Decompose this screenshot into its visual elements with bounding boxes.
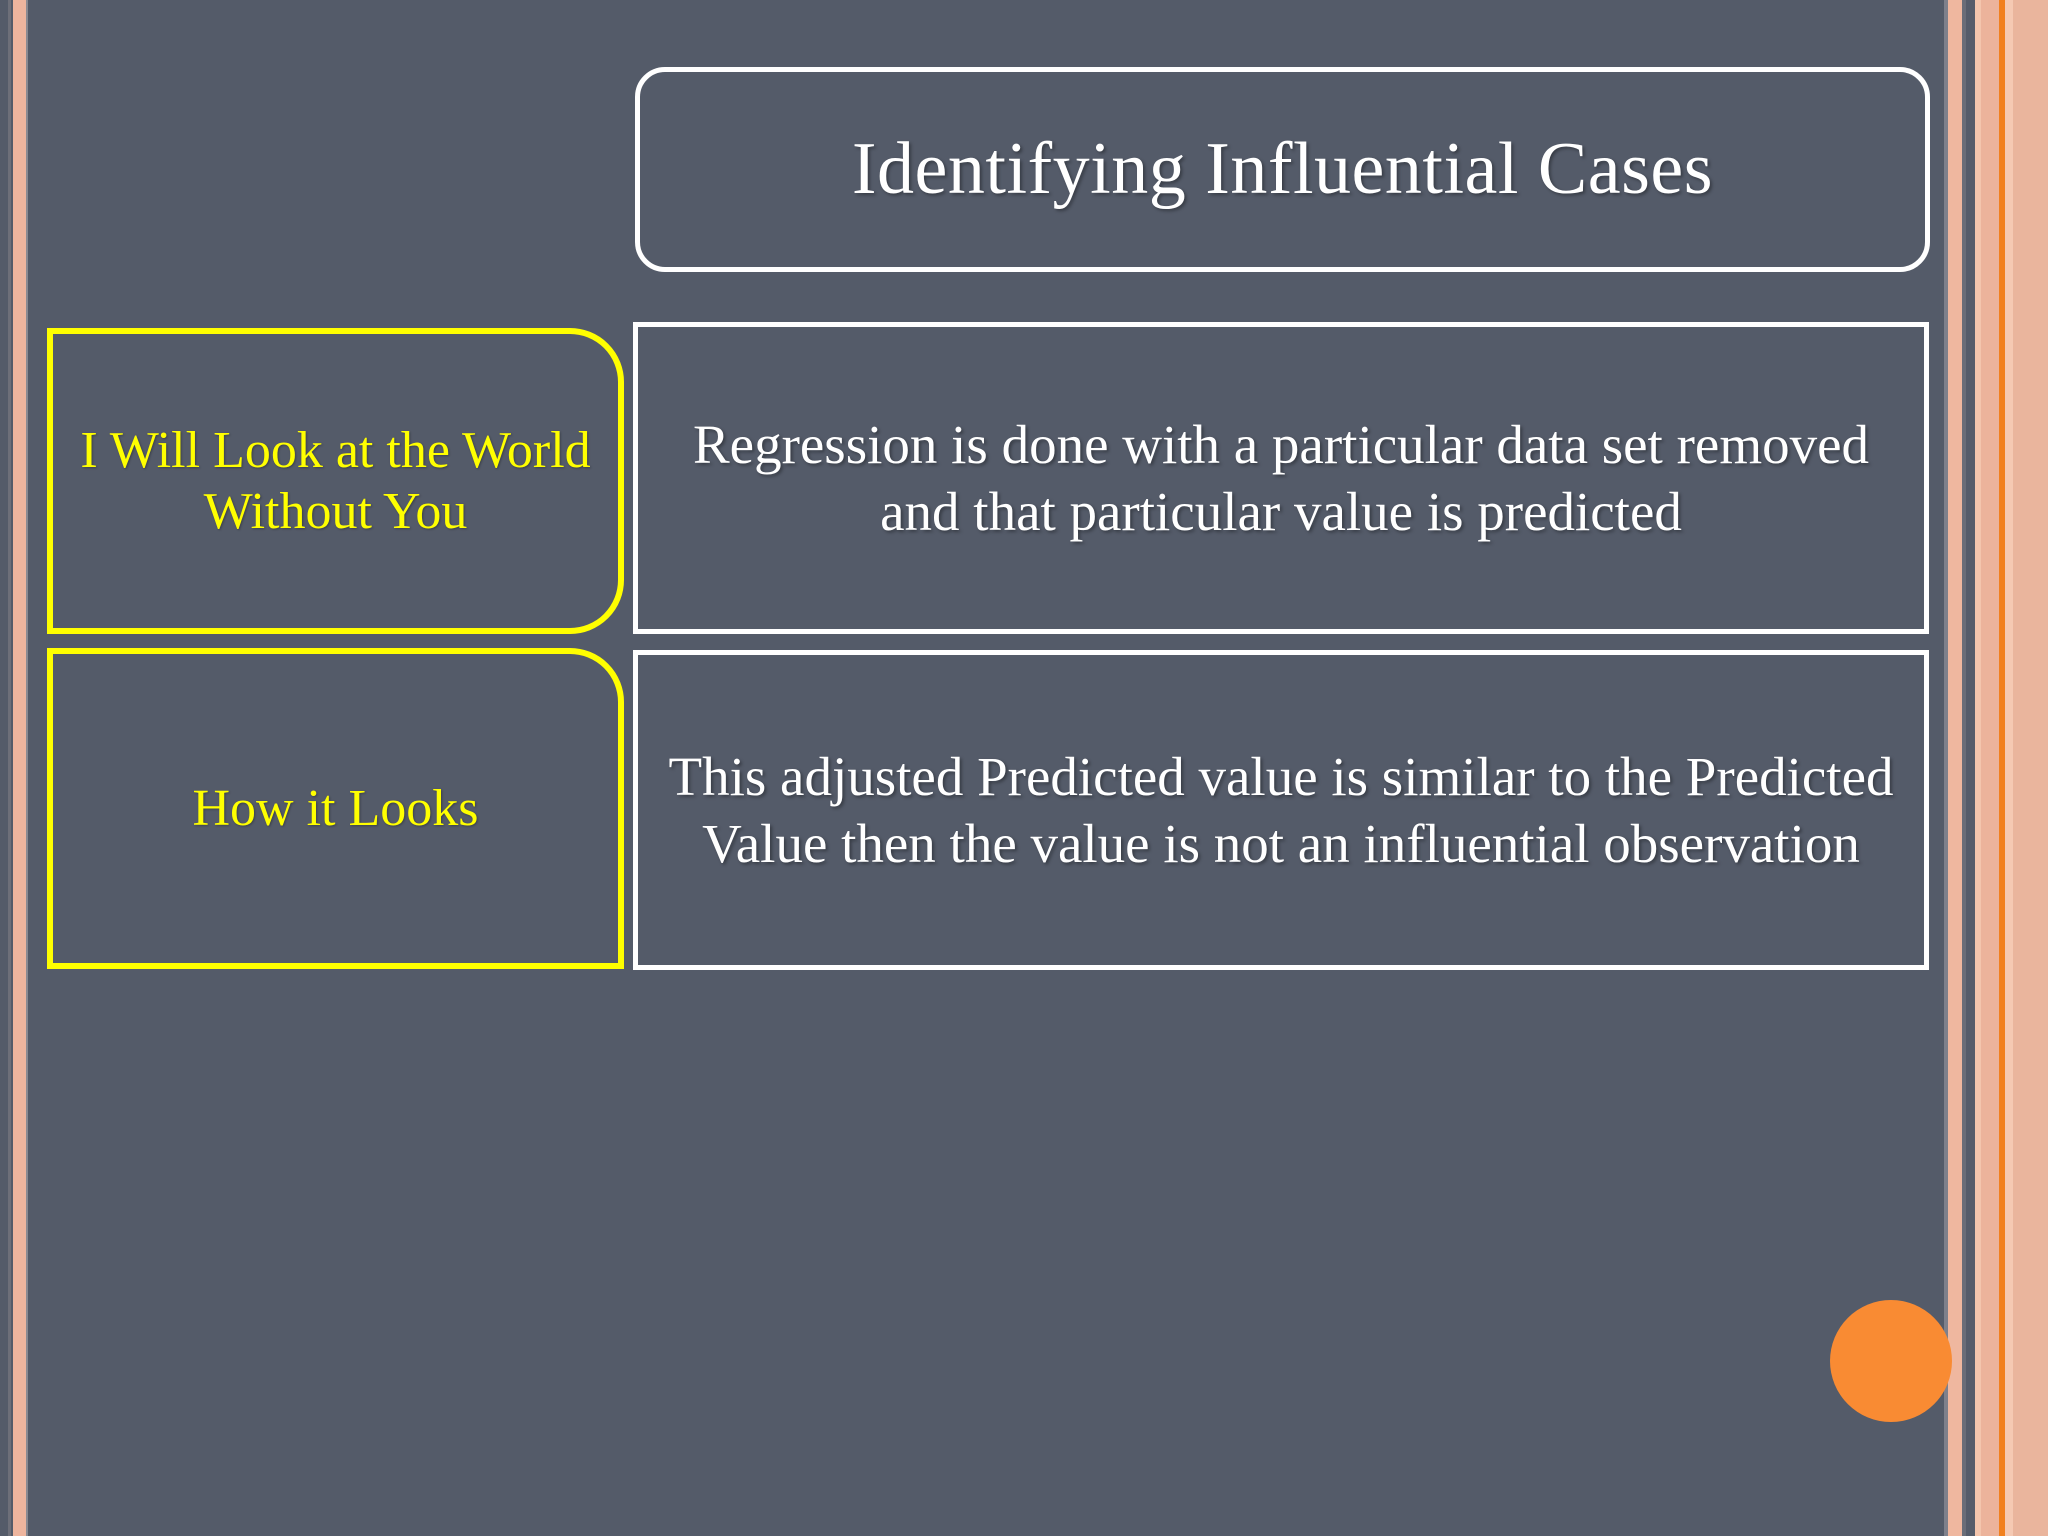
table-row-body-1: Regression is done with a particular dat… — [633, 322, 1929, 634]
right-border-stripe-9 — [2013, 0, 2048, 1536]
table-row-label-2: How it Looks — [47, 648, 624, 969]
right-border-stripe-3 — [1962, 0, 1966, 1536]
page-title: Identifying Influential Cases — [851, 127, 1714, 210]
orange-circle-icon — [1830, 1300, 1952, 1422]
right-border-stripe-6 — [1981, 0, 1999, 1536]
left-border-stripe-1 — [8, 0, 11, 1536]
right-border-stripe-5 — [1975, 0, 1981, 1536]
right-border-stripe-8 — [2005, 0, 2013, 1536]
right-border-stripe-1 — [1944, 0, 1948, 1536]
left-border-stripe-2 — [13, 0, 26, 1536]
slide-title-box: Identifying Influential Cases — [635, 67, 1930, 272]
right-border-stripe-4 — [1966, 0, 1975, 1536]
right-border-stripe-7 — [1999, 0, 2005, 1536]
table-row-label-1: I Will Look at the World Without You — [47, 328, 624, 634]
right-border-stripe-2 — [1948, 0, 1962, 1536]
left-border-stripe-3 — [26, 0, 28, 1536]
table-row-body-2: This adjusted Predicted value is similar… — [633, 650, 1929, 970]
